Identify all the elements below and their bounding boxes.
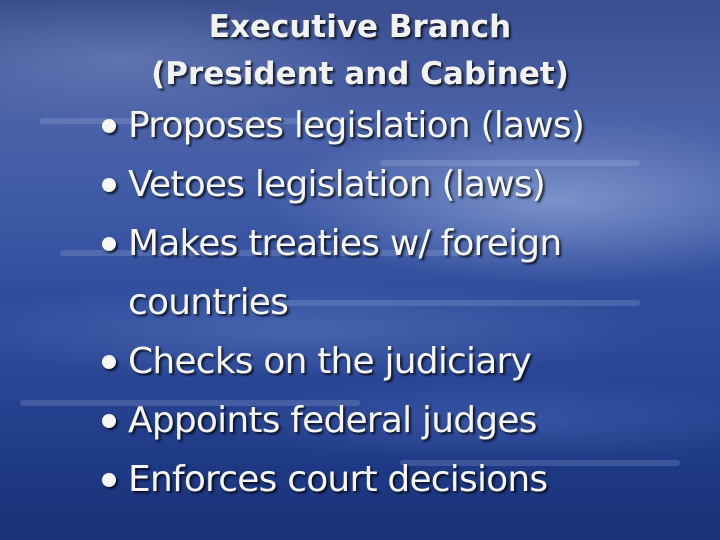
bullet-text: Checks on the judiciary: [128, 341, 532, 382]
bullet-item: Appoints federal judges: [100, 391, 688, 450]
bullet-dot-icon: [102, 237, 116, 251]
bullet-text: Enforces court decisions: [128, 459, 548, 500]
bullet-dot-icon: [102, 414, 116, 428]
bullet-list: Proposes legislation (laws) Vetoes legis…: [100, 96, 688, 509]
slide-title: Executive Branch (President and Cabinet): [0, 4, 720, 98]
bullet-item: Vetoes legislation (laws): [100, 155, 688, 214]
bullet-dot-icon: [102, 473, 116, 487]
bullet-text: Vetoes legislation (laws): [128, 164, 546, 205]
bullet-text: Proposes legislation (laws): [128, 105, 585, 146]
background-streak: [400, 460, 680, 466]
bullet-item: Proposes legislation (laws): [100, 96, 688, 155]
background-streak: [260, 300, 640, 306]
bullet-item: Makes treaties w/ foreign countries: [100, 214, 648, 332]
bullet-item: Enforces court decisions: [100, 450, 688, 509]
slide-title-line-2: (President and Cabinet): [151, 56, 569, 92]
background-streak: [380, 160, 640, 166]
background-streak: [40, 118, 340, 124]
bullet-dot-icon: [102, 355, 116, 369]
bullet-dot-icon: [102, 119, 116, 133]
bullet-dot-icon: [102, 178, 116, 192]
bullet-text: Appoints federal judges: [128, 400, 537, 441]
background-streak: [60, 250, 480, 256]
background-streak: [20, 400, 360, 406]
bullet-text: Makes treaties w/ foreign countries: [128, 223, 562, 323]
bullet-item: Checks on the judiciary: [100, 332, 688, 391]
slide-title-line-1: Executive Branch: [208, 9, 512, 45]
